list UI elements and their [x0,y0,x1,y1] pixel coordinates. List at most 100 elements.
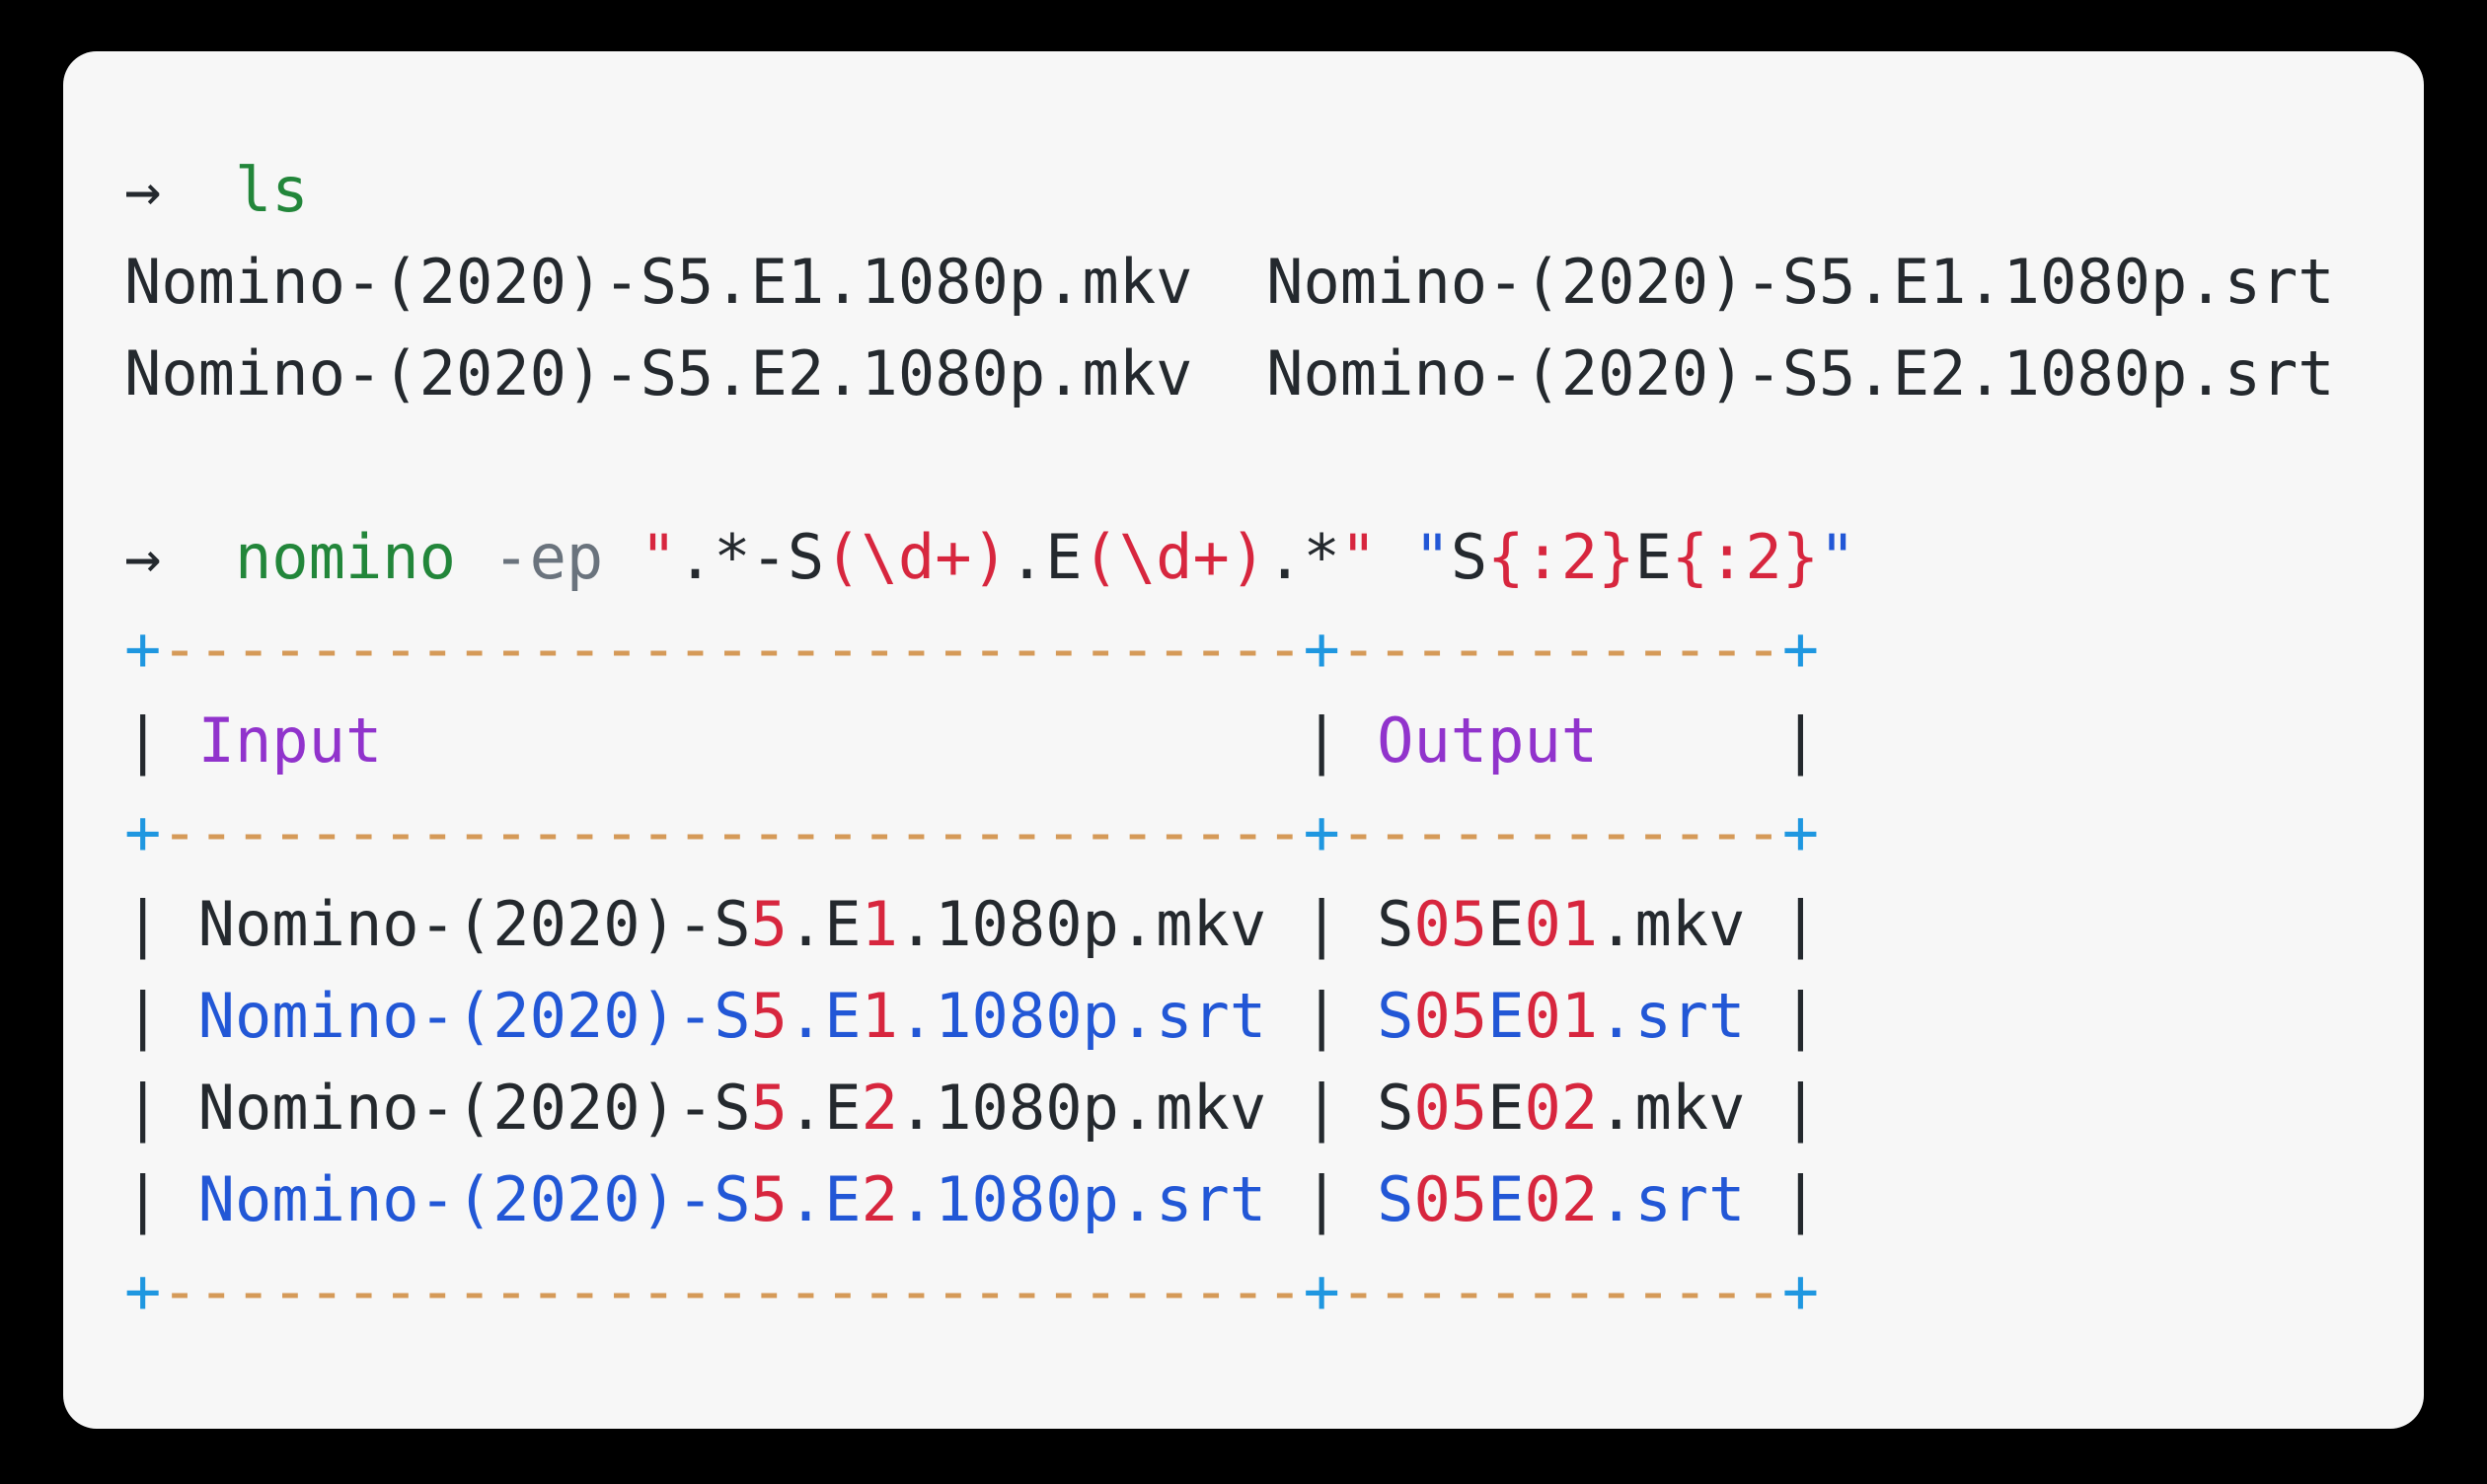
quote: " [640,521,677,593]
prompt-arrow: → [124,154,235,226]
table-border-header: +-------------------------------+-------… [124,786,2363,878]
match-episode: 1 [861,980,898,1052]
output-filename: .mkv [1598,1072,1746,1144]
dashes: ------------ [1339,1255,1782,1327]
output-filename: S [1377,1163,1414,1235]
match-episode: 02 [1524,1163,1599,1235]
corner: + [1781,1255,1820,1327]
space [1377,521,1413,593]
pipe: | [1266,888,1378,960]
input-filename: Nomino-(2020)-S [197,980,751,1052]
prompt-arrow: → [124,521,235,593]
table-row-2: | Nomino-(2020)-S5.E1.1080p.srt | S05E01… [124,970,2363,1062]
table-border-bottom: +-------------------------------+-------… [124,1245,2363,1337]
match-episode: 1 [861,888,898,960]
output-filename: .srt [1598,980,1746,1052]
space [603,521,640,593]
placeholder: {:2} [1487,521,1635,593]
match-season: 05 [1413,1163,1488,1235]
input-filename: .E [787,888,862,960]
input-filename: .1080p.mkv [897,1072,1267,1144]
corner: + [124,796,162,868]
quote: " [1413,521,1451,593]
input-filename: Nomino-(2020)-S [197,888,751,960]
pipe: | [1266,1072,1378,1144]
output-filename: S [1377,980,1414,1052]
dashes: ------------ [1339,613,1782,685]
corner: + [124,613,162,685]
pipe: | [1598,705,1820,777]
pipe: | [124,1163,198,1235]
prompt-line-nomino: → nomino -ep ".*-S(\d+).E(\d+).*" "S{:2}… [124,511,2363,603]
output-filename: .srt [1598,1163,1746,1235]
pipe: | [124,888,198,960]
pipe: | [1745,980,1820,1052]
corner: + [1303,796,1340,868]
table-row-4: | Nomino-(2020)-S5.E2.1080p.srt | S05E02… [124,1153,2363,1245]
pipe: | [1266,1163,1378,1235]
input-filename: Nomino-(2020)-S [197,1072,751,1144]
input-filename: .1080p.mkv [897,888,1267,960]
input-filename: .E [787,1163,862,1235]
match-episode: 01 [1524,888,1599,960]
table-border-top: +-------------------------------+-------… [124,603,2363,695]
pipe: | [1266,980,1378,1052]
regex-capture-group: (\d+) [824,521,1009,593]
nomino-command: nomino [234,521,456,593]
regex-capture-group: (\d+) [1082,521,1267,593]
corner: + [1781,613,1820,685]
match-season: 5 [750,1072,788,1144]
match-season: 05 [1413,1072,1488,1144]
pipe: | [1745,1072,1820,1144]
output-filename: E [1487,888,1525,960]
corner: + [124,1255,162,1327]
flag-ep: -ep [492,521,604,593]
match-season: 5 [750,1163,788,1235]
blank-line [124,419,2363,511]
pipe: | [124,1072,198,1144]
match-episode: 2 [861,1072,898,1144]
table-header: | Input | Output | [124,695,2363,786]
regex-literal: .* [1266,521,1340,593]
output-literal: E [1634,521,1672,593]
quote: " [1339,521,1378,593]
pipe: | [124,980,198,1052]
file-list: Nomino-(2020)-S5.E1.1080p.mkv Nomino-(20… [124,246,2335,318]
quote: " [1819,521,1856,593]
column-header-output: Output [1377,705,1599,777]
dashes: ------------------------------- [161,1255,1304,1327]
input-filename: .1080p.srt [897,980,1267,1052]
match-season: 5 [750,888,788,960]
corner: + [1781,796,1820,868]
match-episode: 2 [861,1163,898,1235]
match-episode: 02 [1524,1072,1599,1144]
pipe: | [1745,1163,1820,1235]
match-episode: 01 [1524,980,1599,1052]
space [456,521,492,593]
dashes: ------------------------------- [161,613,1304,685]
output-filename: E [1487,980,1525,1052]
output-filename: S [1377,1072,1414,1144]
regex-literal: .E [1008,521,1083,593]
match-season: 5 [750,980,788,1052]
corner: + [1303,1255,1340,1327]
input-filename: .1080p.srt [897,1163,1267,1235]
ls-output-line-2: Nomino-(2020)-S5.E2.1080p.mkv Nomino-(20… [124,328,2363,419]
pipe: | [1745,888,1820,960]
match-season: 05 [1413,980,1488,1052]
input-filename: .E [787,1072,862,1144]
corner: + [1303,613,1340,685]
regex-literal: .*-S [676,521,825,593]
pipe: | [124,705,198,777]
match-season: 05 [1413,888,1488,960]
output-filename: E [1487,1163,1525,1235]
output-filename: S [1377,888,1414,960]
dashes: ------------ [1339,796,1782,868]
pipe: | [382,705,1378,777]
output-literal: S [1450,521,1488,593]
ls-output-line-1: Nomino-(2020)-S5.E1.1080p.mkv Nomino-(20… [124,236,2363,328]
output-filename: E [1487,1072,1525,1144]
